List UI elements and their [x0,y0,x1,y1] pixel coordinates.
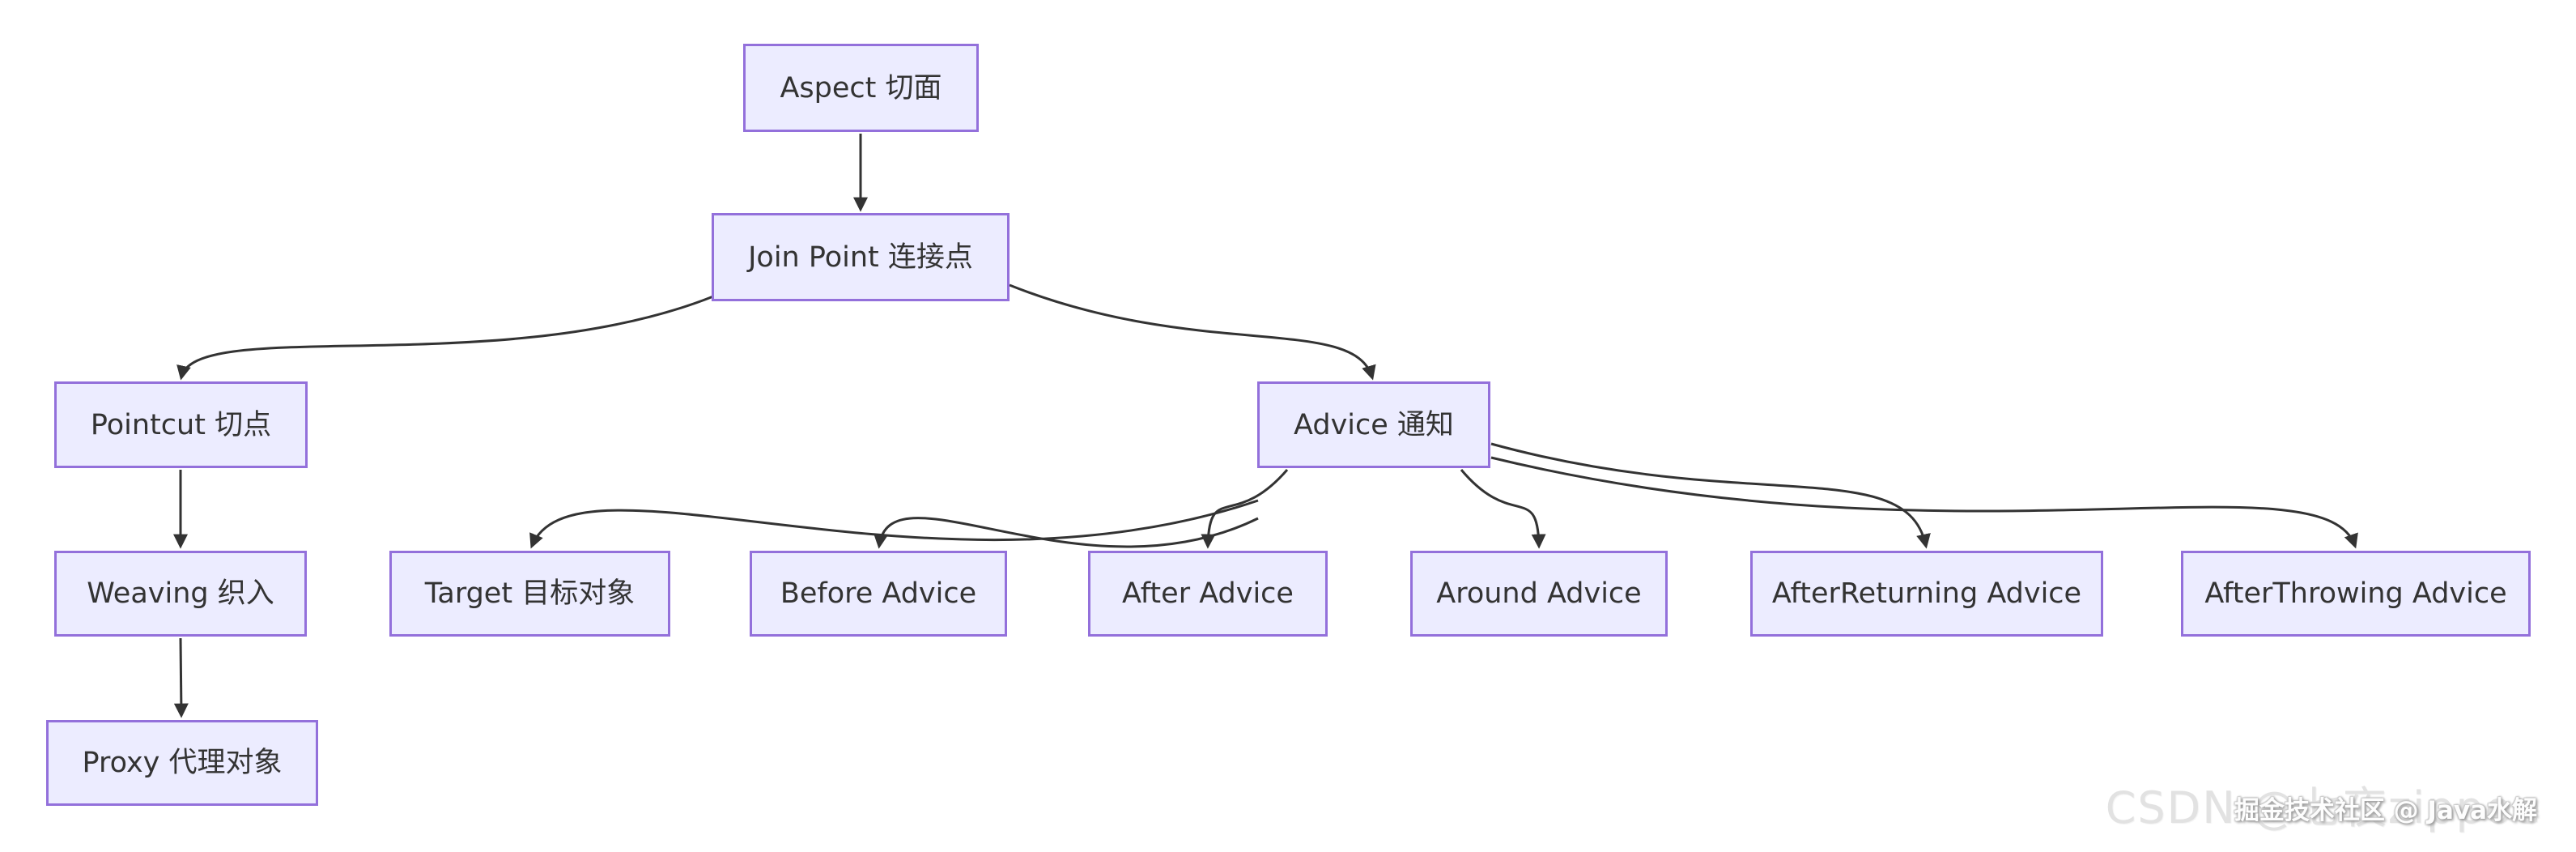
node-weaving: Weaving 织入 [54,551,307,637]
node-around: Around Advice [1410,551,1668,637]
node-joinpoint: Join Point 连接点 [712,213,1010,301]
edge-advice-afterthrowing [1490,456,2358,549]
node-advice: Advice 通知 [1257,381,1490,468]
edge-joinpoint-advice [1009,283,1376,381]
node-proxy: Proxy 代理对象 [46,720,318,806]
watermark-juejin: 掘金技术社区 @ Java水解 [2234,796,2537,825]
node-label: Target 目标对象 [424,577,635,610]
node-label: Advice 通知 [1294,408,1454,441]
node-afterreturning: AfterReturning Advice [1750,551,2103,637]
node-label: Pointcut 切点 [90,408,272,441]
watermark-csdn: CSDN @七夜zippoe [2105,782,2542,833]
node-target: Target 目标对象 [389,551,670,637]
node-label: Aspect 切面 [780,71,942,104]
node-label: Join Point 连接点 [748,241,973,274]
node-label: Around Advice [1436,577,1642,610]
edge-advice-afterreturning [1490,442,1931,549]
node-before: Before Advice [750,551,1007,637]
edge-advice-target [529,499,1259,549]
edge-joinpoint-pointcut [176,295,714,381]
edge-advice-before [874,517,1259,549]
node-label: After Advice [1122,577,1294,610]
node-afterthrowing: AfterThrowing Advice [2181,551,2531,637]
node-label: Before Advice [780,577,977,610]
node-pointcut: Pointcut 切点 [54,381,308,468]
node-label: AfterReturning Advice [1771,577,2082,610]
node-label: AfterThrowing Advice [2204,577,2507,610]
node-after: After Advice [1088,551,1328,637]
edge-advice-after [1201,469,1289,549]
node-aspect: Aspect 切面 [743,44,979,132]
edge-advice-around [1460,469,1546,549]
node-label: Weaving 织入 [87,577,274,610]
node-label: Proxy 代理对象 [82,747,283,779]
